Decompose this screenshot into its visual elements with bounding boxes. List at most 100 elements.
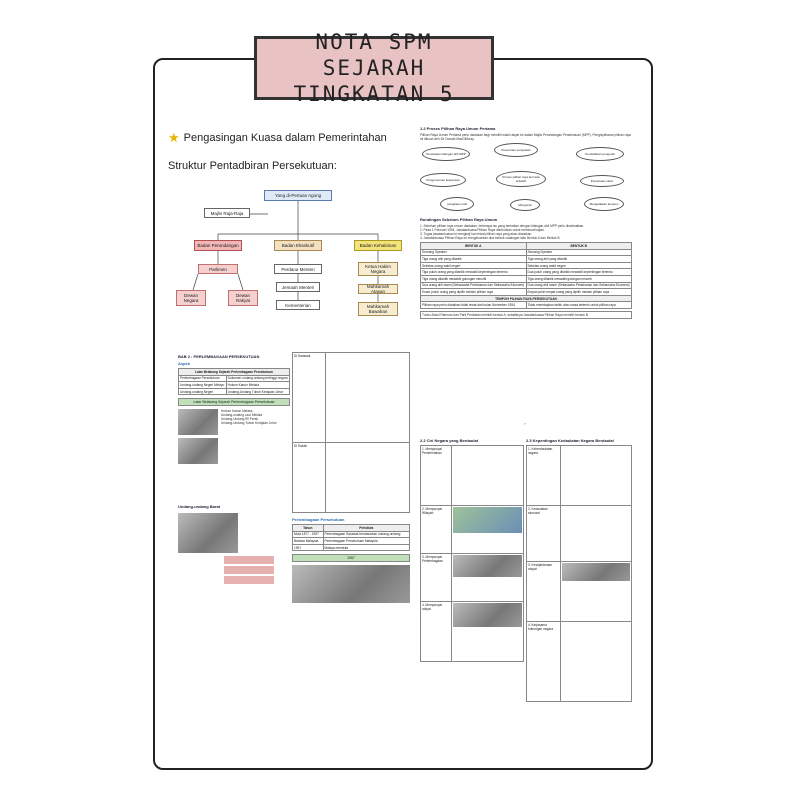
cell: 3. Kesejahteraan rakyat xyxy=(526,561,561,622)
section-heading: ★ Pengasingan Kuasa dalam Pemerintahan xyxy=(168,130,408,146)
cell: 2. Kedaulatan ekonomi xyxy=(526,505,561,562)
cell: Mula 1877 - 1957 xyxy=(292,530,324,539)
page-sovereignty-importance: 2.3 Kepentingan Kedaulatan Negara Berdau… xyxy=(526,436,632,736)
node-federal-court: Mahkamah Atasan xyxy=(358,284,398,294)
cell: Empat puluh empat orang yang dipilih mel… xyxy=(525,288,632,296)
cell xyxy=(450,601,524,662)
star-icon: ★ xyxy=(168,130,180,145)
point-3: 3. Tugas jawatankuasa ini mengkaji hal e… xyxy=(420,232,533,236)
cell: 3. Mempunyai Perlembagaan xyxy=(420,553,452,602)
page4-heading: Perlembagaan Persekutuan xyxy=(292,517,345,522)
page3-body: Hukum Kanun Melaka Undang-undang Laut Me… xyxy=(178,409,290,465)
cell: 1957 xyxy=(292,543,324,552)
cell: Undang-undang Negeri Melayu xyxy=(178,381,227,389)
page-number: 7 xyxy=(524,422,526,426)
cell xyxy=(559,505,632,562)
cell: Tiga orang ahli yang dilantik xyxy=(420,255,527,263)
cycle-node-5: Mengadakan kempen xyxy=(584,197,624,211)
cell: Sebelas orang wakil negeri xyxy=(420,261,527,270)
timeline-bar xyxy=(224,576,274,585)
page-sarawak-sabah: Di Sarawak Di Sabah Perlembagaan Perseku… xyxy=(292,352,410,667)
node-chief-justice: Ketua Hakim Negara xyxy=(358,262,398,276)
cell: 1. Keberdaulatan negara xyxy=(526,445,561,506)
cell: Sebelas orang wakil negeri xyxy=(525,261,632,270)
cell xyxy=(324,442,410,513)
cell: Dokumen undang-undang tertinggi negara xyxy=(225,374,290,383)
cell: Tiga orang dilantik mewakili golongan mi… xyxy=(420,274,527,283)
title-line-1: NOTA SPM SEJARAH xyxy=(315,30,433,80)
cell: Undang-undang Negeri xyxy=(178,387,227,396)
node-executive: Badan Eksekutif xyxy=(274,240,322,251)
table-row: 4. Kerjasama hubungan negara xyxy=(526,621,632,702)
node-pm: Perdana Menteri xyxy=(274,264,322,274)
point-2: 2. Pada 1 Februari 1954, Jawatankuasa Pi… xyxy=(420,228,545,232)
cell: Tiga puluh orang yang dilantik mewakili … xyxy=(420,268,527,276)
cell: Seorang Speaker xyxy=(525,248,632,257)
cell: Tidak menetapkan tarikh atau masa terten… xyxy=(525,301,632,309)
table-row: Tiga orang dilantik mewakili golongan mi… xyxy=(420,274,632,283)
table-row: 1. Mempunyai Pemerintahan xyxy=(420,445,524,506)
cell xyxy=(324,352,410,443)
list-item: Undang-Undang 99 Perak xyxy=(221,417,259,422)
cycle-node-6: Mengundi xyxy=(510,199,540,211)
node-parliament: Parlimen xyxy=(198,264,238,274)
document-photo xyxy=(452,554,522,577)
org-chart-lines xyxy=(192,200,379,302)
table-row: Pilihan raya perlu diadakan tidak lewat … xyxy=(420,301,632,309)
group-photo xyxy=(561,562,630,581)
cell xyxy=(450,505,524,554)
timeline-bars xyxy=(224,556,274,585)
node-house: Dewan Rakyat xyxy=(228,290,258,306)
page2-intro: Pilihan Raya Umum Pertama perlu diadakan… xyxy=(420,133,631,141)
cell: Dua orang ahli rasmi (Setiausaha Pertaha… xyxy=(420,281,527,290)
cell: Tiga orang ahli yang dilantik xyxy=(525,255,632,263)
cycle-node-7: pengiraan undi xyxy=(440,197,474,211)
cycle-node-2: Penentuan sempadan xyxy=(494,143,538,157)
green-bar: 1957 xyxy=(292,554,410,563)
page3-list: Hukum Kanun Melaka Undang-undang Laut Me… xyxy=(221,409,290,464)
table-row: Dua orang ahli rasmi (Setiausaha Pertaha… xyxy=(420,281,632,290)
cell: Tahun xyxy=(292,524,324,532)
cell: 2. Mempunyai Wilayah xyxy=(420,505,452,554)
cell: Peristiwa xyxy=(322,524,410,532)
cell xyxy=(450,445,524,506)
table-row: 1. Keberdaulatan negara xyxy=(526,445,632,506)
cell: Hukum Kanun Melaka xyxy=(225,381,290,389)
manuscript-photo xyxy=(178,409,218,436)
page6-table: 1. Keberdaulatan negara 2. Kedaulatan ek… xyxy=(526,445,632,702)
node-lower-court: Mahkamah Bawahan xyxy=(358,302,398,316)
list-item: Undang-undang Laut Melaka xyxy=(221,413,263,418)
cell xyxy=(450,553,524,602)
page5-table: 1. Mempunyai Pemerintahan 2. Mempunyai W… xyxy=(420,445,524,662)
node-council: Majlis Raja-Raja xyxy=(204,208,250,218)
page3-side-photos xyxy=(178,409,218,465)
cell: Perlembagaan Persekutuan Malaysia xyxy=(322,537,410,545)
cell: Undang-Undang Tubuh Kerajaan Johor xyxy=(225,387,290,396)
page3-heading: BAB 2 : PERLEMBAGAAN PERSEKUTUAN xyxy=(178,354,260,359)
cell: Perlembagaan Sarawak berdasarkan undang-… xyxy=(322,530,410,539)
table-row: Di Sarawak xyxy=(292,352,410,443)
cycle-node-3: Pendaftaran pengundi xyxy=(576,147,624,161)
cell: 1. Mempunyai Pemerintahan xyxy=(420,445,452,506)
table-row: 4. Mempunyai rakyat xyxy=(420,601,524,662)
manuscript-photo xyxy=(178,438,218,465)
cell: Pilihan raya perlu diadakan tidak lewat … xyxy=(420,301,527,309)
cell: Malaya merdeka xyxy=(322,543,410,552)
node-agong: Yang di-Pertuan Agong xyxy=(264,190,332,201)
page6-heading: 2.3 Kepentingan Kedaulatan Negara Berdau… xyxy=(526,438,614,443)
cycle-node-4: Penamaan calon xyxy=(580,175,624,187)
list-item: Hukum Kanun Melaka xyxy=(221,409,253,414)
treaty-photo xyxy=(178,513,238,554)
page-election: 1.2 Proses Pilihan Raya Umum Pertama Pil… xyxy=(420,124,632,426)
cell: Dua orang ahli rasmi (Setiausaha Pertaha… xyxy=(525,281,632,290)
cell: Bahasa Malaysia xyxy=(292,537,324,545)
timeline-bar xyxy=(224,566,274,575)
